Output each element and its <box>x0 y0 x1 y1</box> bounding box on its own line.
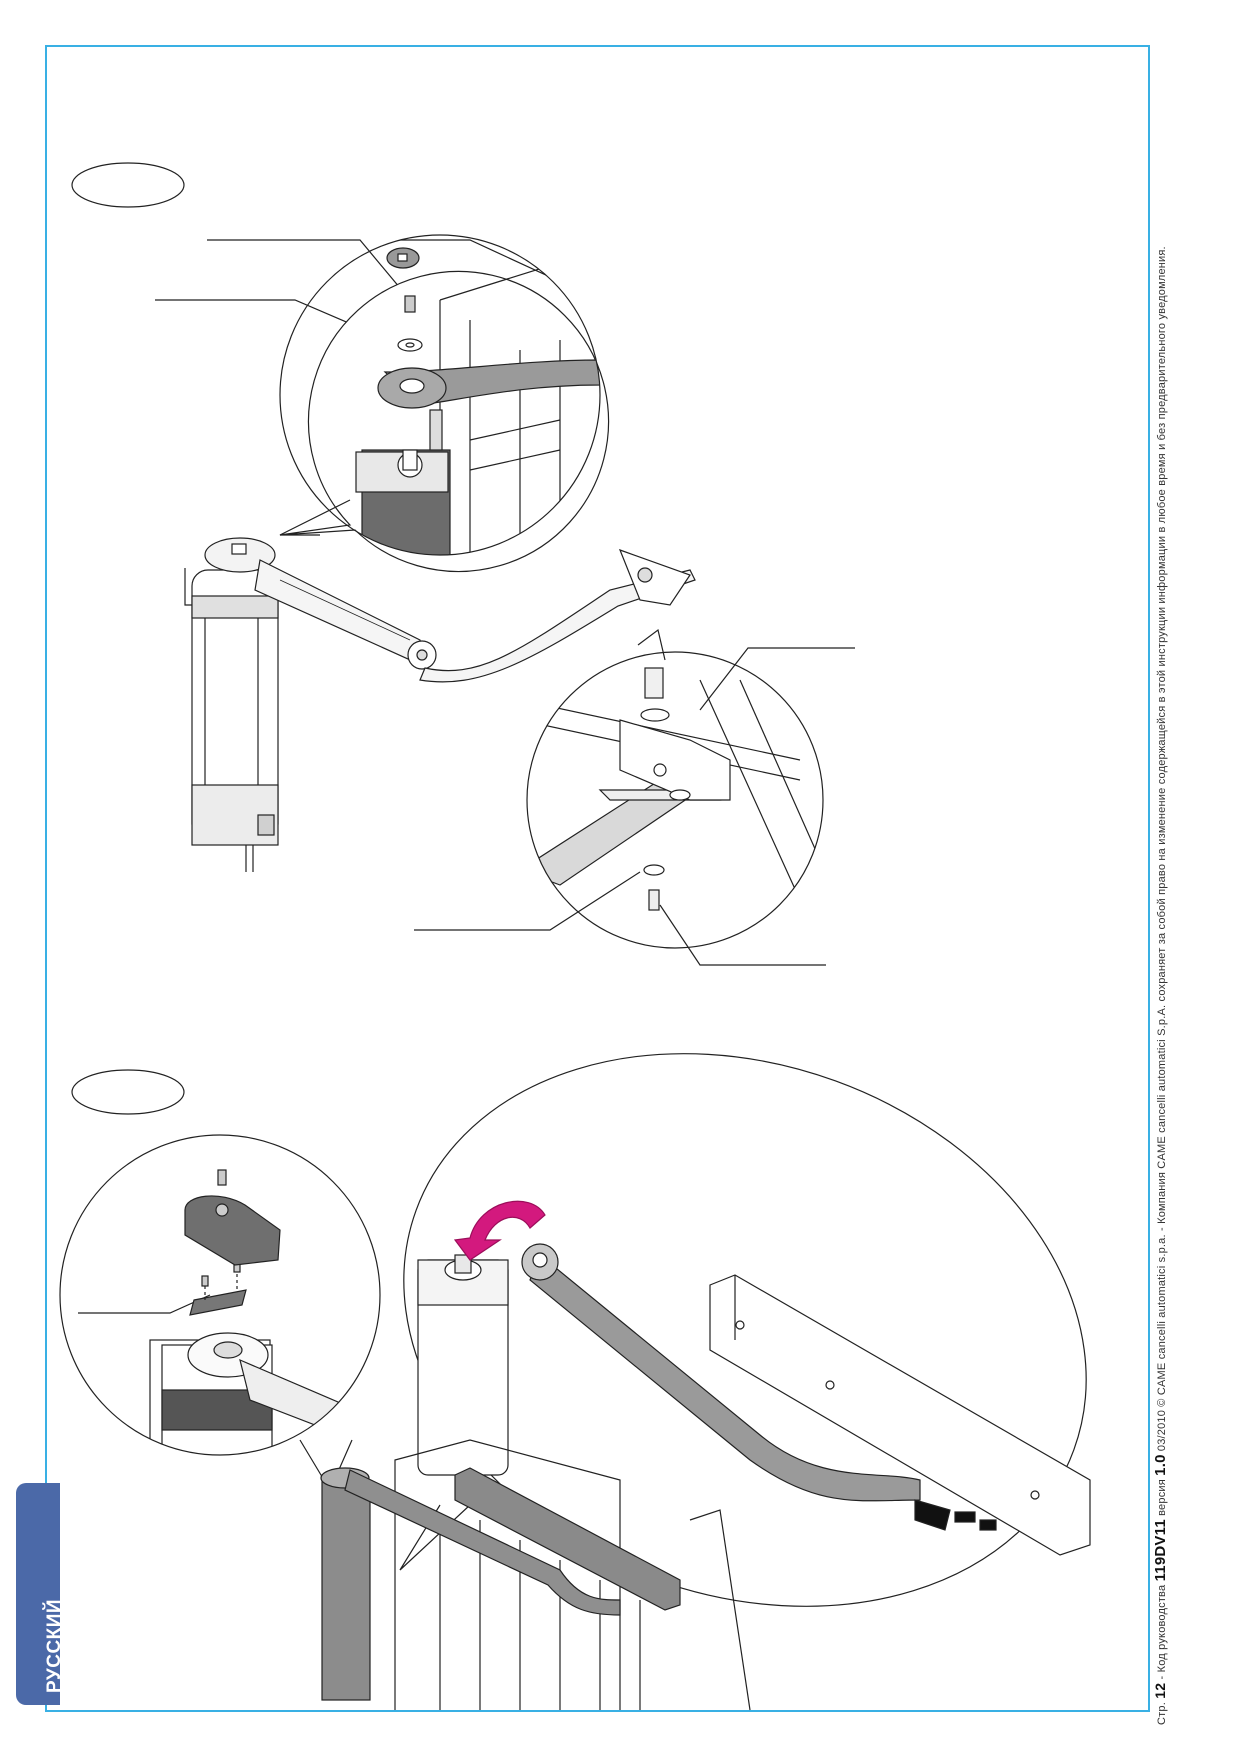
version-prefix: версия <box>1156 1479 1168 1516</box>
page-prefix: Стр. <box>1156 1702 1168 1725</box>
step-ellipse-1 <box>71 162 185 208</box>
figure-2-arm-mounting <box>59 1053 1091 1711</box>
version-number: 1.0 <box>1152 1454 1169 1476</box>
callout-line <box>414 871 641 931</box>
figure-1-arm-fixing <box>71 162 855 966</box>
page-footer: Стр. 12 - Код руководства 119DV11 версия… <box>1152 246 1169 1725</box>
language-tab-label: РУССКИЙ <box>44 1598 65 1693</box>
callout-line <box>207 239 411 301</box>
callout-line <box>78 1294 211 1314</box>
page-frame <box>45 45 1150 1712</box>
gate-scene <box>320 1439 751 1711</box>
zoom-bubble-right <box>399 1053 1091 1607</box>
operator-assembly <box>184 537 696 872</box>
page-number: 12 <box>1152 1682 1168 1699</box>
callout-line <box>699 647 855 711</box>
zoom-bubble-left <box>59 1134 381 1492</box>
callout-line <box>659 904 826 966</box>
manual-code-prefix: - Код руководства <box>1156 1584 1168 1680</box>
zoom-bubble-bottom <box>526 628 824 949</box>
manual-code: 119DV11 <box>1152 1519 1169 1582</box>
zoom-bubble-top <box>279 234 610 573</box>
copyright-notice: 03/2010 © CAME cancelli automatici s.p.a… <box>1156 246 1168 1452</box>
language-tab: РУССКИЙ <box>16 1483 65 1705</box>
step-ellipse-2 <box>71 1069 185 1115</box>
